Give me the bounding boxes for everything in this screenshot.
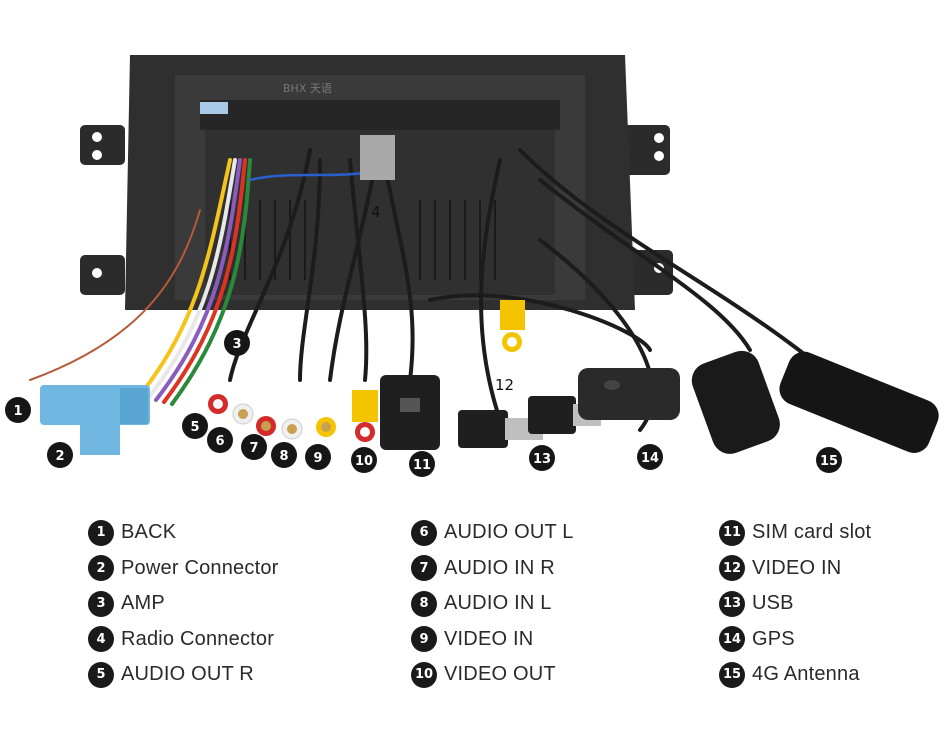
legend-number-badge: 6 — [411, 519, 437, 546]
svg-text:2: 2 — [55, 449, 64, 464]
callout-5: 5 — [182, 413, 208, 439]
rca-plugs — [208, 300, 525, 442]
legend-item: 9 VIDEO IN — [411, 622, 574, 658]
legend-number-badge: 15 — [719, 661, 745, 688]
svg-text:15: 15 — [820, 454, 838, 469]
legend-number-badge: 3 — [88, 590, 114, 617]
power-connector — [40, 385, 150, 455]
callout-4: 4 — [371, 203, 381, 221]
legend-item: 5 AUDIO OUT R — [88, 657, 279, 693]
svg-text:13: 13 — [533, 452, 551, 467]
power-harness-wires — [29, 158, 382, 406]
legend: 1 BACK 2 Power Connector 3 AMP 4 Radio Conne… — [0, 515, 950, 695]
svg-text:14: 14 — [641, 451, 659, 466]
sim-card-module — [380, 375, 440, 450]
svg-text:11: 11 — [413, 458, 431, 473]
legend-number-badge: 10 — [411, 661, 437, 688]
svg-text:8: 8 — [279, 449, 288, 464]
legend-item: 7 AUDIO IN R — [411, 551, 574, 587]
legend-item: 6 AUDIO OUT L — [411, 515, 574, 551]
svg-text:7: 7 — [249, 441, 258, 456]
legend-label: Power Connector — [121, 556, 279, 579]
callout-12: 12 — [495, 376, 514, 394]
callout-14: 14 — [637, 444, 663, 470]
legend-item: 12 VIDEO IN — [719, 551, 871, 587]
legend-number-badge: 5 — [88, 661, 114, 688]
svg-text:1: 1 — [13, 404, 22, 419]
legend-item: 11 SIM card slot — [719, 515, 871, 551]
svg-text:9: 9 — [313, 451, 322, 466]
legend-label: AUDIO IN L — [444, 592, 552, 615]
wiring-diagram: BHX 天语 — [5, 55, 939, 477]
legend-item: 2 Power Connector — [88, 551, 279, 587]
legend-label: AUDIO OUT L — [444, 521, 574, 544]
device-brand-text: BHX 天语 — [283, 82, 332, 95]
callout-6: 6 — [207, 427, 233, 453]
legend-number-badge: 13 — [719, 590, 745, 617]
callout-2: 2 — [47, 442, 73, 468]
callout-15: 15 — [816, 447, 842, 473]
legend-label: GPS — [752, 627, 795, 650]
legend-item: 14 GPS — [719, 622, 871, 658]
usb-connectors — [458, 396, 601, 448]
legend-item: 8 AUDIO IN L — [411, 586, 574, 622]
legend-item: 1 BACK — [88, 515, 279, 551]
legend-number-badge: 4 — [88, 626, 114, 653]
callout-11: 11 — [409, 451, 435, 477]
callout-1: 1 — [5, 397, 31, 423]
legend-item: 4 Radio Connector — [88, 622, 279, 658]
legend-item: 13 USB — [719, 586, 871, 622]
legend-label: Radio Connector — [121, 627, 275, 650]
callout-3: 3 — [224, 330, 250, 356]
legend-label: SIM card slot — [752, 521, 872, 544]
legend-column-3: 11 SIM card slot 12 VIDEO IN 13 USB 14 GPS 1… — [719, 515, 871, 693]
svg-text:5: 5 — [190, 420, 199, 435]
legend-label: VIDEO IN — [444, 627, 534, 650]
legend-item: 3 AMP — [88, 586, 279, 622]
svg-text:10: 10 — [355, 454, 373, 469]
callout-8: 8 — [271, 442, 297, 468]
legend-label: USB — [752, 592, 794, 615]
legend-number-badge: 14 — [719, 626, 745, 653]
legend-column-1: 1 BACK 2 Power Connector 3 AMP 4 Radio Conne… — [88, 515, 279, 693]
legend-item: 15 4G Antenna — [719, 657, 871, 693]
legend-label: VIDEO OUT — [444, 663, 556, 686]
callout-10: 10 — [351, 447, 377, 473]
legend-label: AUDIO IN R — [444, 556, 555, 579]
head-unit-frame — [80, 55, 673, 310]
4g-antennas — [691, 350, 939, 454]
legend-number-badge: 11 — [719, 519, 745, 546]
legend-label: VIDEO IN — [752, 556, 842, 579]
gps-antenna — [578, 368, 680, 420]
legend-number-badge: 8 — [411, 590, 437, 617]
legend-label: BACK — [121, 521, 177, 544]
legend-number-badge: 1 — [88, 519, 114, 546]
svg-text:6: 6 — [215, 434, 224, 449]
legend-number-badge: 2 — [88, 555, 114, 582]
legend-number-badge: 12 — [719, 555, 745, 582]
legend-number-badge: 7 — [411, 555, 437, 582]
legend-label: AUDIO OUT R — [121, 663, 254, 686]
radio-connector — [360, 135, 395, 180]
svg-text:3: 3 — [232, 337, 241, 352]
legend-label: 4G Antenna — [752, 663, 860, 686]
callout-9: 9 — [305, 444, 331, 470]
callout-7: 7 — [241, 434, 267, 460]
legend-item: 10 VIDEO OUT — [411, 657, 574, 693]
legend-number-badge: 9 — [411, 626, 437, 653]
legend-label: AMP — [121, 592, 165, 615]
heat-sink — [229, 200, 496, 280]
callout-13: 13 — [529, 445, 555, 471]
